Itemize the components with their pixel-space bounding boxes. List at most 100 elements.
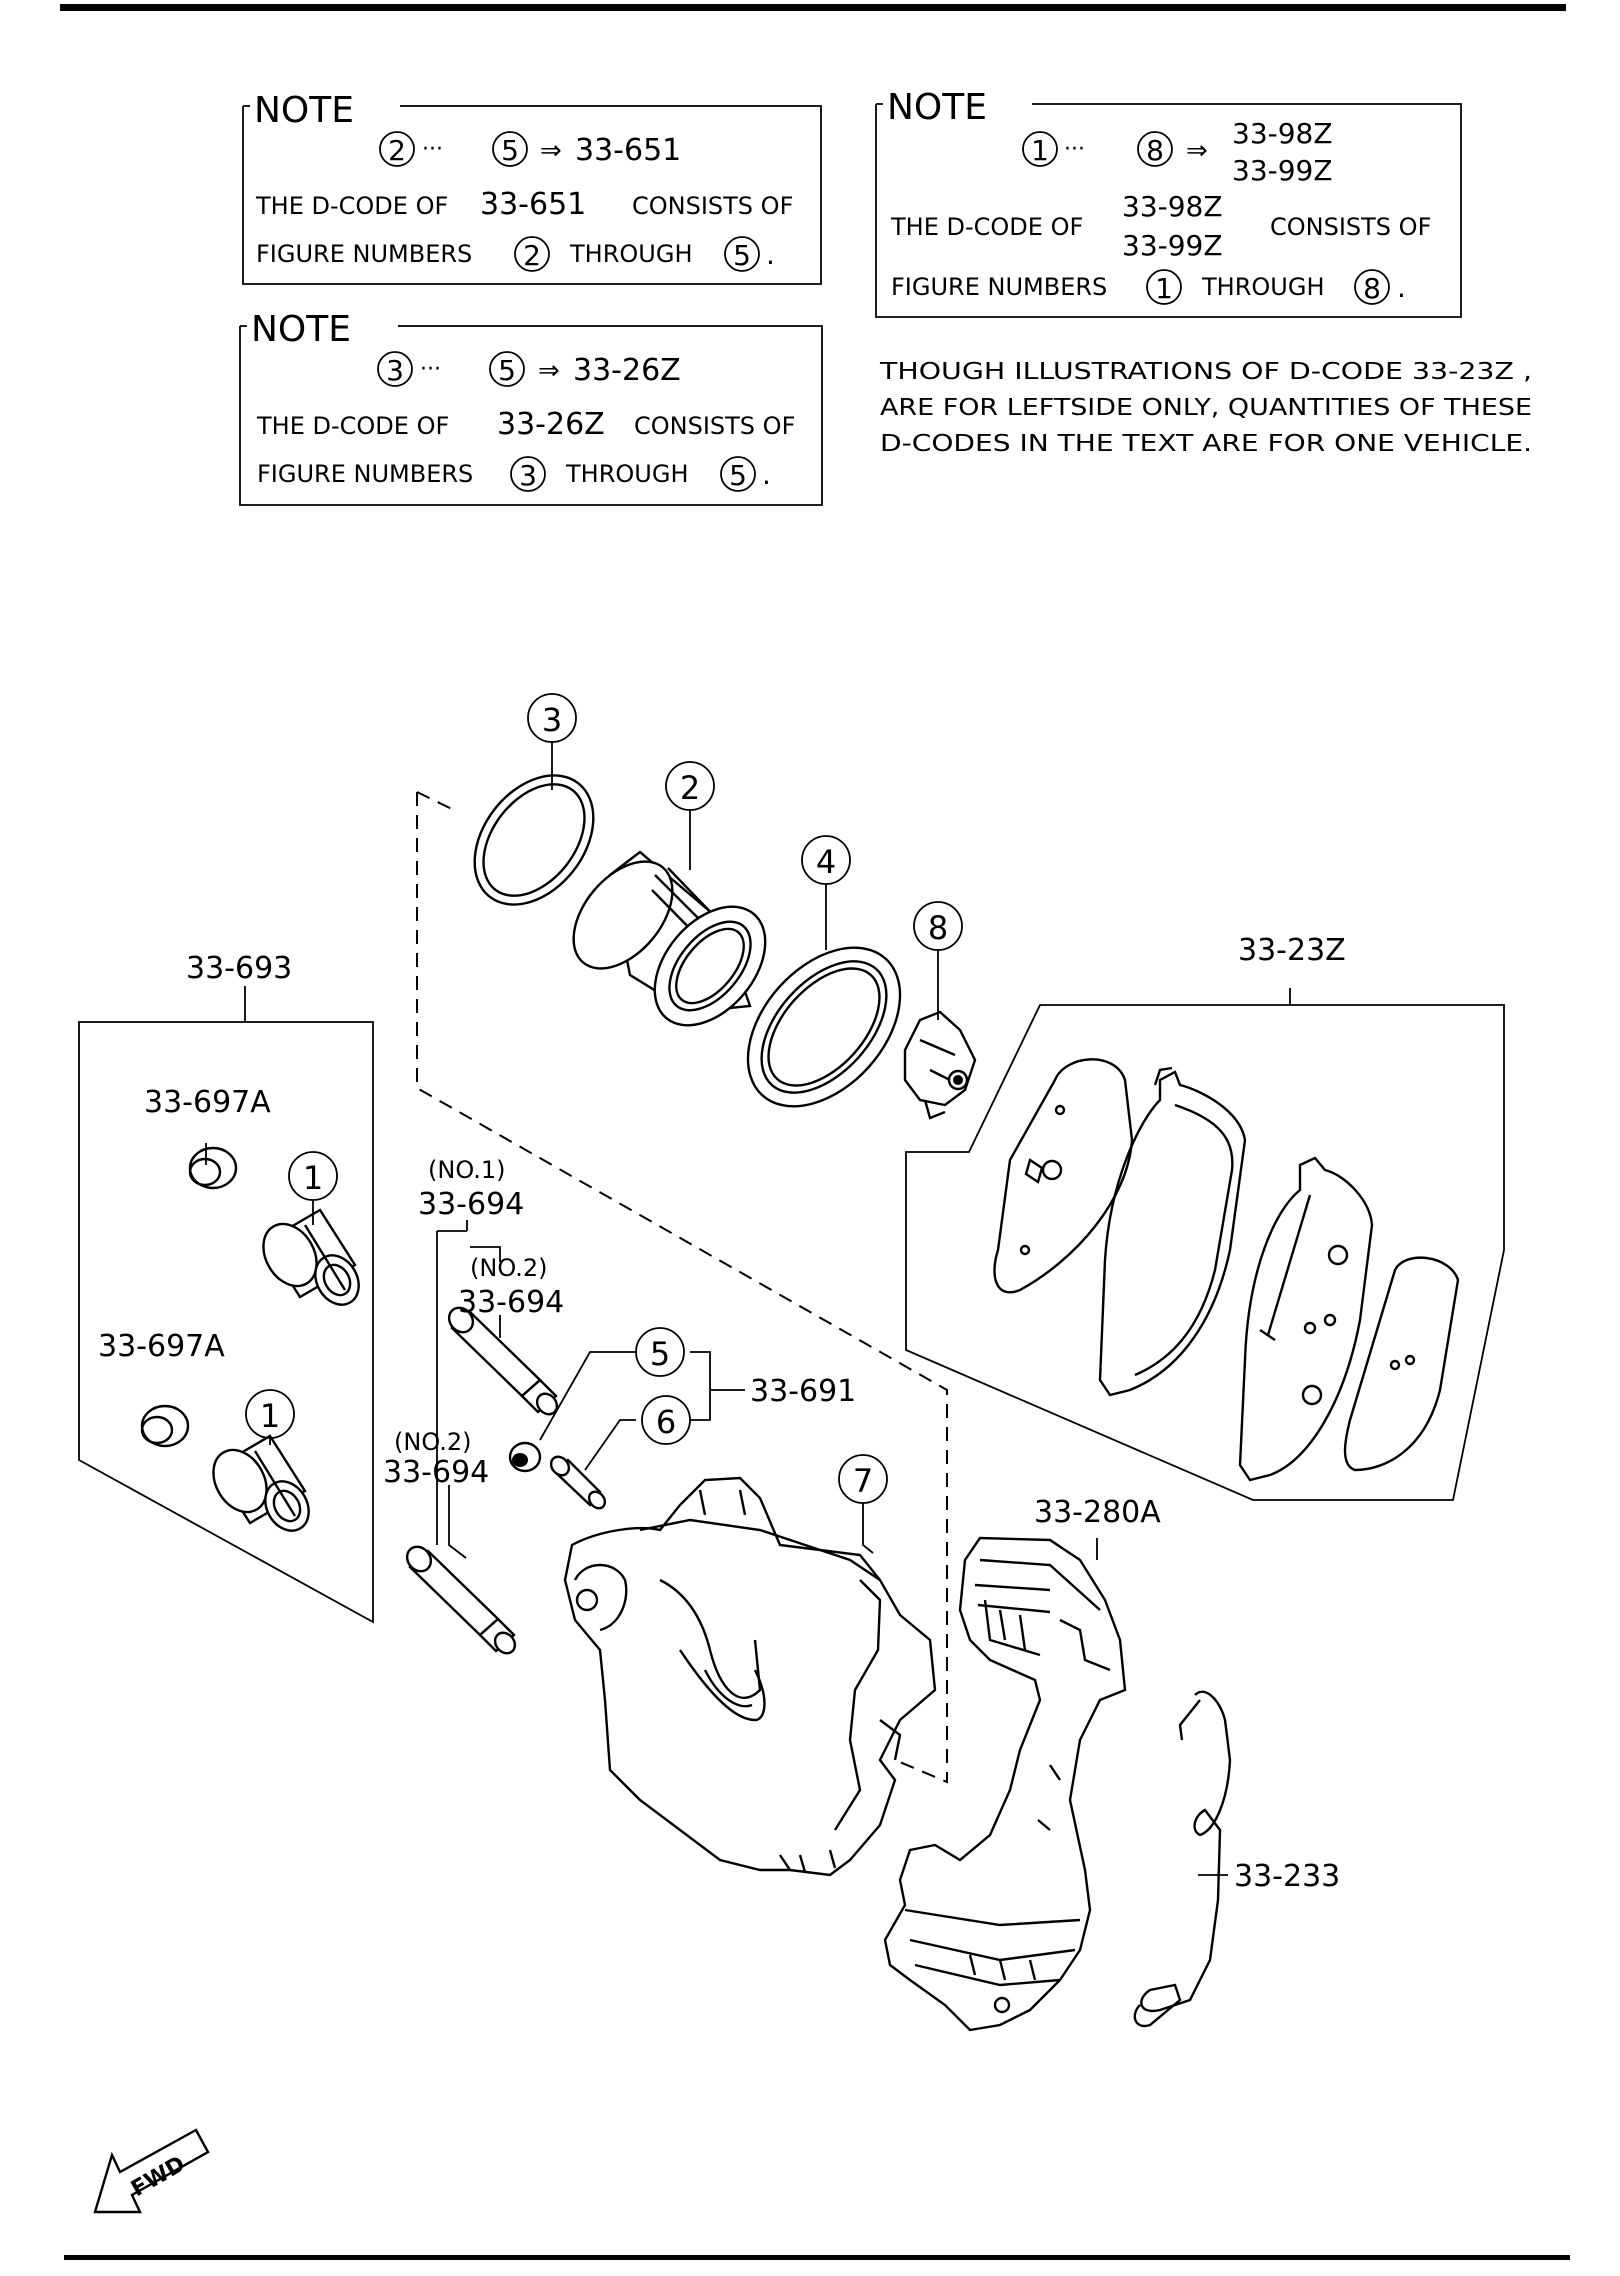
sleeve-lower [212,1434,310,1532]
svg-text:4: 4 [816,843,836,881]
note-1-heading: NOTE [254,90,354,131]
guide-pin-lower [405,1545,517,1655]
note-3-from-circle [1022,131,1058,167]
remark-line-2: ARE FOR LEFTSIDE ONLY, QUANTITIES OF THE… [880,395,1532,421]
note-3-period: . [1397,271,1406,304]
bleeder-cap [508,1441,542,1473]
note-1-period: . [766,238,775,271]
note-1-to: 5 [501,134,519,167]
note-1-line-to-circle [724,236,760,272]
piston [572,850,767,1027]
note-3-line-to: 8 [1363,272,1381,305]
note-3-line-to-circle [1354,269,1390,305]
dust-boot [746,946,902,1108]
bleeder-screw [549,1455,607,1510]
callout-4: 4 [801,835,851,885]
boot-upper [188,1146,238,1190]
note-2-to: 5 [498,354,516,387]
note-1-to-circle [492,131,528,167]
leader-lines [205,742,1291,1876]
top-rule [60,4,1566,11]
note-3-code2: 33-99Z [1232,154,1333,187]
note-3-code: 33-98Z [1232,117,1333,150]
note-1-arrow: ⇒ [540,136,562,166]
svg-text:1: 1 [303,1159,323,1197]
note-3-dots: ··· [1064,137,1085,162]
boot-lower [140,1404,190,1448]
svg-text:3: 3 [542,701,562,739]
note-2-heading: NOTE [251,309,351,350]
note-2-arrow: ⇒ [538,356,560,386]
note-3-arrow: ⇒ [1186,136,1208,166]
guide-pin-upper [447,1306,559,1416]
bottom-rule [64,2255,1570,2260]
svg-text:8: 8 [928,909,948,947]
callout-1-upper: 1 [288,1151,338,1201]
svg-text:6: 6 [656,1403,676,1441]
note-2-line-to: 5 [729,459,747,492]
note-1-line-b: CONSISTS OF [632,192,793,220]
note-1-code: 33-651 [575,133,681,168]
note-3-through: THROUGH [1201,273,1324,301]
note-1-from-circle [379,131,415,167]
note-3-line-a: THE D-CODE OF [890,213,1083,241]
callout-2: 2 [665,761,715,811]
caliper-body [563,1476,937,1877]
remark-line-3: D-CODES IN THE TEXT ARE FOR ONE VEHICLE. [880,431,1532,457]
note-2-line-a: THE D-CODE OF [256,412,449,440]
note-3-line-code: 33-98Z [1122,190,1223,223]
label-33-233: 33-233 [1234,1859,1340,1894]
anti-rattle-spring [1133,1690,1232,2028]
label-33-693: 33-693 [186,951,292,986]
svg-text:2: 2 [680,769,700,807]
note-1-dots: ··· [422,137,443,162]
note-box-1: NOTE 2 ··· 5 ⇒ 33-651 THE D-CODE OF 33-6… [242,90,822,285]
note-1-line-c: FIGURE NUMBERS [256,240,472,268]
note-2-line-to-circle [720,456,756,492]
note-3-line-c: FIGURE NUMBERS [891,273,1107,301]
remark: THOUGH ILLUSTRATIONS OF D-CODE 33-23Z , … [879,359,1532,457]
callout-8: 8 [913,901,963,951]
callout-1-lower: 1 [245,1389,295,1439]
sleeve-upper [262,1208,360,1306]
label-33-697a-upper: 33-697A [144,1085,271,1120]
label-33-694-no2-upper: 33-694 [458,1285,564,1320]
note-2-from-circle [377,351,413,387]
note-2-line-b: CONSISTS OF [634,412,795,440]
note-3-from: 1 [1031,134,1049,167]
note-box-2: NOTE 3 ··· 5 ⇒ 33-26Z THE D-CODE OF 33-2… [239,309,823,506]
note-2-through: THROUGH [565,460,688,488]
label-33-691: 33-691 [750,1374,856,1409]
dashed-envelope [416,791,948,1784]
note-3-line-code2: 33-99Z [1122,229,1223,262]
note-2-dots: ··· [420,357,441,382]
note-2-line-c: FIGURE NUMBERS [257,460,473,488]
note-3-line-from-circle [1146,269,1182,305]
note-3-heading: NOTE [887,87,987,128]
piston-seal [473,774,595,906]
sensor-clip [903,1010,977,1120]
note-2-line-from-circle [510,456,546,492]
note-3-line-b: CONSISTS OF [1270,213,1431,241]
caliper-bracket [883,1536,1127,2032]
svg-text:5: 5 [650,1335,670,1373]
note-1-from: 2 [388,134,406,167]
note-1-line-from: 2 [523,239,541,272]
note-1-through: THROUGH [569,240,692,268]
callout-3: 3 [527,693,577,743]
note-1-line-code: 33-651 [480,187,586,222]
callout-7: 7 [838,1454,888,1504]
remark-line-1: THOUGH ILLUSTRATIONS OF D-CODE 33-23Z , [879,359,1532,385]
note-1-line-a: THE D-CODE OF [255,192,448,220]
note-2-to-circle [489,351,525,387]
note-2-line-from: 3 [519,459,537,492]
label-33-694-no1: 33-694 [418,1187,524,1222]
forward-arrow-icon: FWD [93,2128,210,2214]
label-33-694-no2-lower: 33-694 [383,1455,489,1490]
label-33-280a: 33-280A [1034,1495,1161,1530]
label-no1: (NO.1) [428,1156,506,1184]
label-no2-lower: (NO.2) [394,1428,472,1456]
guide-box [78,1021,374,1624]
note-box-3: NOTE 1 ··· 8 ⇒ 33-98Z 33-99Z THE D-CODE … [875,87,1462,318]
label-33-697a-lower: 33-697A [98,1329,225,1364]
